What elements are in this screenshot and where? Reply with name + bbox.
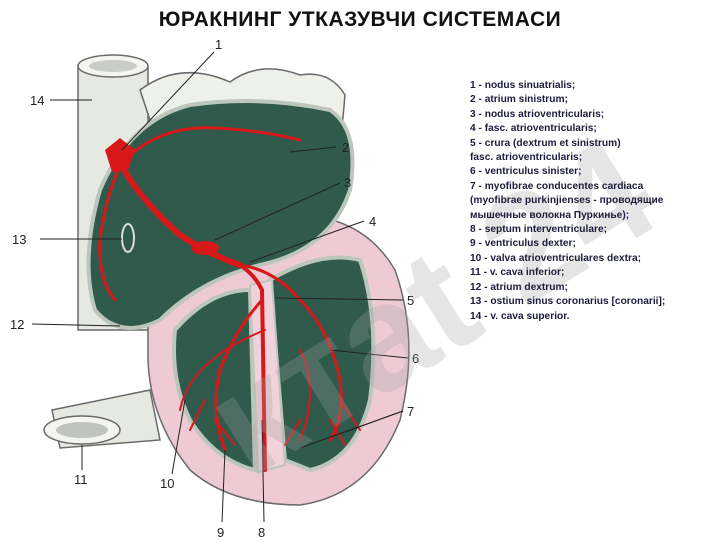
legend-item: 13 - ostium sinus coronarius [coronarii]… xyxy=(470,296,666,308)
atria-chamber xyxy=(86,99,355,330)
legend-item: 14 - v. cava superior. xyxy=(470,310,570,322)
callout-10: 10 xyxy=(160,476,174,491)
callout-7: 7 xyxy=(407,404,414,419)
page-title: ЮРАКНИНГ УТКАЗУВЧИ СИСТЕМАСИ xyxy=(158,8,562,31)
legend-item: 4 - fasc. atrioventricularis; xyxy=(470,123,597,135)
callout-11: 11 xyxy=(74,472,88,487)
callout-12: 12 xyxy=(10,317,24,332)
left-ventricle-chamber xyxy=(267,255,376,473)
legend-item: 10 - valva atrioventriculares dextra; xyxy=(470,252,642,264)
legend-item: 12 - atrium dextrum; xyxy=(470,281,568,293)
legend-item: 11 - v. cava inferior; xyxy=(470,267,565,279)
legend-item: 8 - septum interventriculare; xyxy=(470,224,608,236)
callout-3: 3 xyxy=(344,175,351,190)
sa-node xyxy=(105,138,135,172)
callout-13: 13 xyxy=(12,232,26,247)
inferior-vena-cava xyxy=(43,389,161,449)
legend-item: (myofibrae purkinjienses - проводящие xyxy=(470,195,664,207)
right-ventricle-chamber xyxy=(172,287,258,473)
callout-14: 14 xyxy=(30,93,44,108)
callout-4: 4 xyxy=(369,214,376,229)
legend-item: 9 - ventriculus dexter; xyxy=(470,238,576,250)
interventricular-septum xyxy=(248,278,287,474)
legend-item: 7 - myofibrae conducentes cardiaca xyxy=(470,180,644,192)
callout-2: 2 xyxy=(342,140,349,155)
leader-lines xyxy=(31,51,409,523)
callout-1: 1 xyxy=(215,37,222,52)
av-node xyxy=(191,241,219,255)
legend-item: 3 - nodus atrioventricularis; xyxy=(470,108,605,120)
legend-item: 5 - crura (dextrum et sinistrum) xyxy=(470,137,621,149)
callout-5: 5 xyxy=(407,293,414,308)
legend-item: мышечные волокна Пуркинье); xyxy=(470,209,630,221)
legend-item: 6 - ventriculus sinister; xyxy=(470,166,582,178)
coronary-sinus-ostium xyxy=(121,223,135,253)
legend-item: fasc. atrioventricularis; xyxy=(470,152,583,164)
legend-item: 1 - nodus sinuatrialis; xyxy=(470,80,576,91)
callout-6: 6 xyxy=(412,351,419,366)
legend: 1 - nodus sinuatrialis; 2 - atrium sinis… xyxy=(470,79,710,324)
legend-item: 2 - atrium sinistrum; xyxy=(470,94,568,106)
callout-8: 8 xyxy=(258,525,265,540)
conduction-system xyxy=(98,126,361,472)
callout-9: 9 xyxy=(217,525,224,540)
